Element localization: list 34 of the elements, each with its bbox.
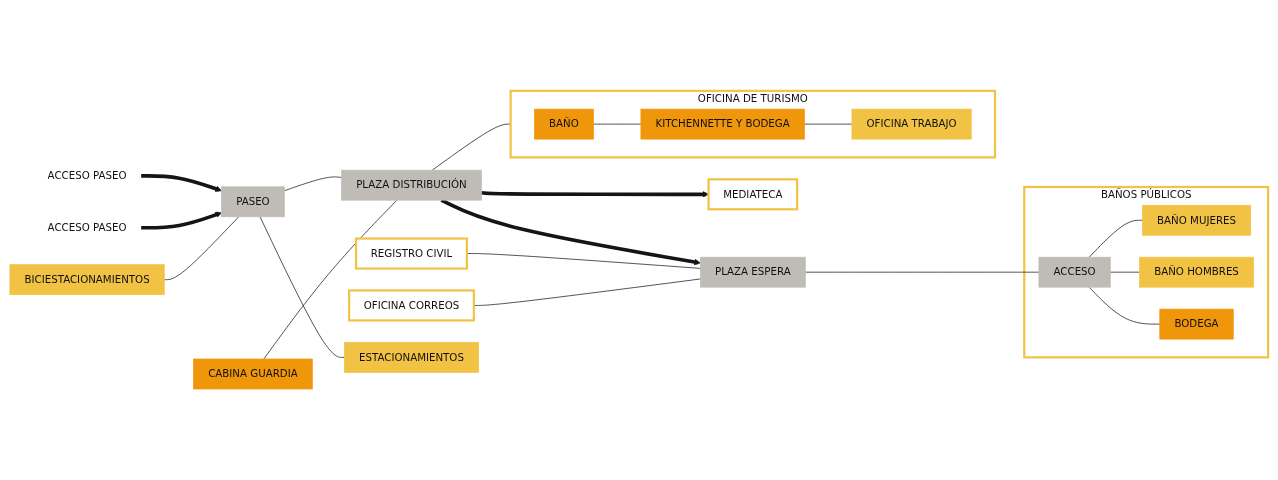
entrance-label: ACCESO PASEO: [47, 221, 127, 234]
room-box: ACCESO: [1038, 256, 1111, 288]
room-box: BICIESTACIONAMIENTOS: [9, 264, 165, 296]
connector-line: [466, 253, 701, 269]
connector-line: [481, 191, 709, 198]
connector-line: [1088, 220, 1143, 258]
room-box: BODEGA: [1159, 308, 1234, 340]
connector-line: [263, 199, 398, 360]
entrance-label: ACCESO PASEO: [47, 169, 127, 182]
room-box: BAÑO MUJERES: [1142, 205, 1251, 236]
connector-line: [804, 123, 853, 125]
room-box: BAÑO: [534, 108, 594, 140]
connector-line: [283, 176, 342, 192]
room-box: ESTACIONAMIENTOS: [344, 342, 479, 373]
connector-line: [259, 216, 345, 358]
connector-line: [163, 216, 240, 281]
room-box: BAÑO HOMBRES: [1139, 256, 1254, 288]
connector-line: [804, 271, 1040, 273]
connector-line: [1088, 286, 1161, 325]
connector-line: [593, 123, 642, 125]
connector-line: [473, 278, 701, 306]
room-box: MEDIATECA: [707, 178, 799, 211]
connector-line: [431, 123, 511, 171]
room-box: REGISTRO CIVIL: [354, 237, 468, 270]
room-box: OFICINA CORREOS: [348, 289, 475, 322]
connector-line: [141, 211, 222, 230]
room-box: PLAZA ESPERA: [700, 256, 806, 288]
room-box: KITCHENNETTE Y BODEGA: [640, 108, 805, 140]
room-box: PASEO: [221, 186, 285, 218]
connector-line: [1109, 271, 1140, 273]
room-box: OFICINA TRABAJO: [851, 108, 972, 140]
room-box: CABINA GUARDIA: [193, 358, 313, 390]
room-box: PLAZA DISTRIBUCIÓN: [341, 169, 482, 201]
connector-line: [141, 174, 222, 192]
